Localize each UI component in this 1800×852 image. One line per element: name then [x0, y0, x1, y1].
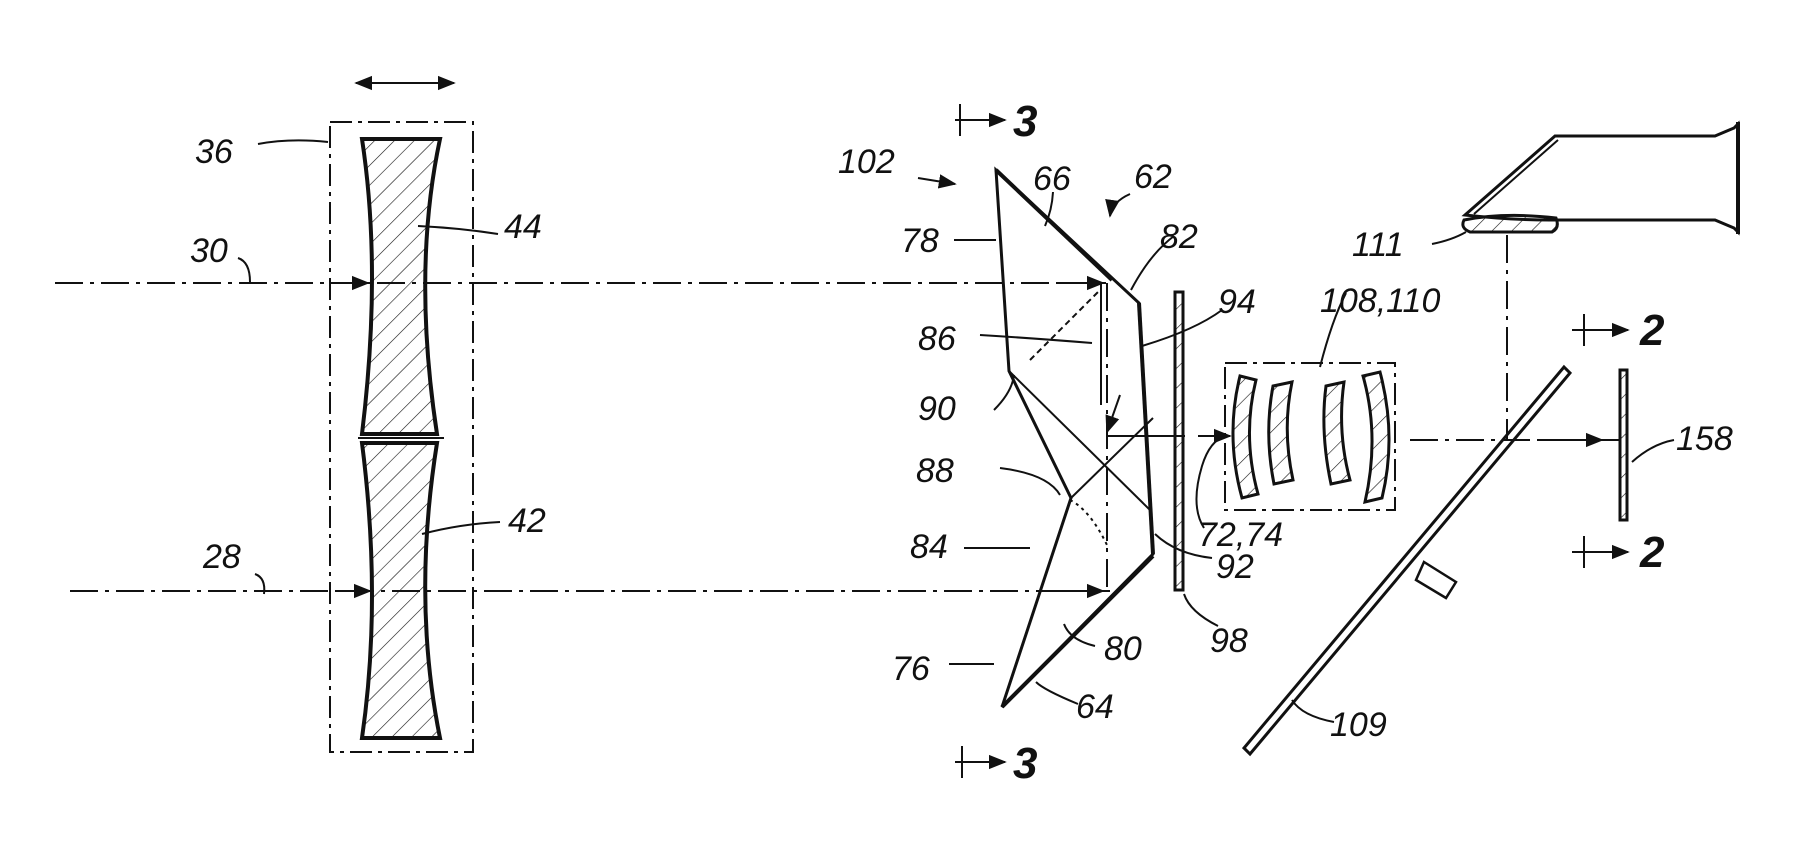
label-66: 66	[1033, 160, 1071, 198]
prism-face-92	[1137, 302, 1155, 555]
label-82: 82	[1160, 218, 1198, 256]
section-2-top-label: 2	[1639, 306, 1665, 355]
lens-housing-frame	[329, 121, 474, 753]
prism-face-64	[1000, 554, 1155, 709]
label-86: 86	[918, 320, 956, 358]
relay-lens-108	[1322, 380, 1352, 486]
label-28: 28	[202, 538, 241, 576]
label-111: 111	[1352, 226, 1404, 264]
label-92: 92	[1216, 548, 1254, 586]
label-90: 90	[918, 390, 956, 428]
label-88: 88	[916, 452, 954, 490]
section-2-bottom-label: 2	[1639, 528, 1665, 577]
mirror-109	[1241, 364, 1573, 757]
label-36: 36	[195, 133, 233, 171]
label-78: 78	[901, 222, 939, 260]
prism-surface-90	[1008, 370, 1151, 511]
relay-lens-74	[1267, 380, 1295, 486]
plate-98	[1173, 290, 1185, 592]
relay-lens-72	[1231, 374, 1260, 500]
prism-surface-88	[1070, 417, 1154, 499]
section-3-bottom-label: 3	[1013, 739, 1037, 788]
image-plane-158	[1618, 368, 1629, 522]
section-marker-2-bottom: 2	[1572, 528, 1665, 577]
section-3-top-label: 3	[1013, 97, 1037, 146]
label-72-74: 72,74	[1198, 516, 1283, 554]
prism-face-66	[994, 168, 1114, 282]
lens-44	[359, 137, 443, 436]
label-64: 64	[1076, 688, 1114, 726]
label-30: 30	[190, 232, 228, 270]
mirror-plate	[1241, 364, 1573, 757]
prism-surface-86	[1029, 289, 1101, 361]
label-158: 158	[1676, 420, 1733, 458]
section-marker-3-top: 3	[955, 97, 1037, 146]
section-marker-3-bottom: 3	[955, 739, 1037, 788]
prism-assembly-62	[994, 166, 1185, 709]
label-108-110: 108,110	[1320, 282, 1440, 320]
section-marker-2-top: 2	[1572, 306, 1665, 355]
relay-lens-110	[1361, 370, 1391, 505]
label-102: 102	[838, 143, 895, 181]
label-76: 76	[892, 650, 930, 688]
label-42: 42	[508, 502, 546, 540]
mirror-mount	[1414, 560, 1458, 600]
prism-body	[994, 166, 1155, 709]
label-98: 98	[1210, 622, 1248, 660]
label-44: 44	[504, 208, 542, 246]
prism-deflect-arrow	[1105, 394, 1121, 434]
leader-lines	[237, 139, 1675, 723]
eyepiece-lens	[1461, 213, 1559, 234]
label-80: 80	[1104, 630, 1142, 668]
label-84: 84	[910, 528, 948, 566]
eyepiece-inner-line	[1473, 139, 1559, 215]
label-109: 109	[1330, 706, 1387, 744]
lens-42	[359, 441, 443, 740]
relay-lens-group	[1198, 362, 1396, 511]
label-62: 62	[1134, 158, 1172, 196]
prism-shading	[1069, 499, 1108, 546]
eyepiece-111	[1461, 120, 1740, 236]
lens-assembly-36	[329, 75, 474, 753]
label-94: 94	[1218, 283, 1256, 321]
